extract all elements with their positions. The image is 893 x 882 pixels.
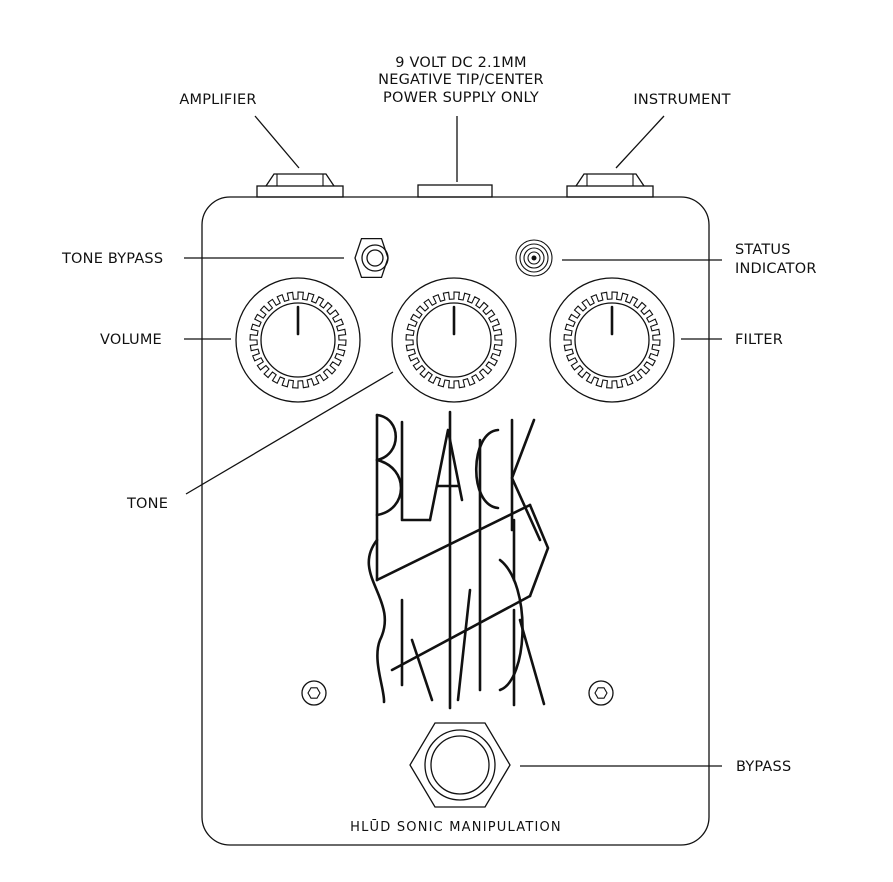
amplifier-jack-icon	[256, 173, 344, 198]
status-label-line-2: INDICATOR	[735, 261, 817, 277]
black-logo	[367, 410, 550, 710]
dc-jack-icon	[417, 184, 493, 198]
tone-knob-teeth	[405, 291, 503, 389]
tone-knob-icon	[391, 277, 517, 403]
status-label-line-1: STATUS	[735, 242, 791, 258]
amplifier-leader	[254, 115, 300, 169]
volume-label: VOLUME	[100, 332, 162, 348]
right-screw-icon	[588, 680, 614, 706]
knob-teeth-ring	[249, 291, 347, 389]
knob-teeth-ring	[563, 291, 661, 389]
knob-teeth-ring	[405, 291, 503, 389]
tone-label: TONE	[126, 496, 168, 512]
instrument-label: INSTRUMENT	[633, 92, 730, 108]
left-screw-icon	[301, 680, 327, 706]
pedal-enclosure	[201, 196, 710, 846]
brand-text: HLŪD SONIC MANIPULATION	[350, 820, 562, 835]
bypass-footswitch-icon	[409, 722, 511, 808]
tone-leader	[185, 371, 394, 495]
tone-bypass-label: TONE BYPASS	[61, 251, 163, 267]
status-led-icon	[515, 239, 553, 277]
instrument-leader	[615, 115, 665, 169]
instrument-jack-icon	[566, 173, 654, 198]
power-label-line-3: POWER SUPPLY ONLY	[383, 90, 539, 106]
volume-knob-teeth	[249, 291, 347, 389]
tone-bypass-switch-icon	[354, 237, 389, 279]
filter-knob-icon	[549, 277, 675, 403]
power-label-line-1: 9 VOLT DC 2.1MM	[395, 55, 526, 71]
filter-knob-teeth	[563, 291, 661, 389]
bypass-label: BYPASS	[736, 759, 791, 775]
power-label-line-2: NEGATIVE TIP/CENTER	[378, 72, 544, 88]
amplifier-label: AMPLIFIER	[179, 92, 256, 108]
filter-label: FILTER	[735, 332, 783, 348]
volume-knob-icon	[235, 277, 361, 403]
